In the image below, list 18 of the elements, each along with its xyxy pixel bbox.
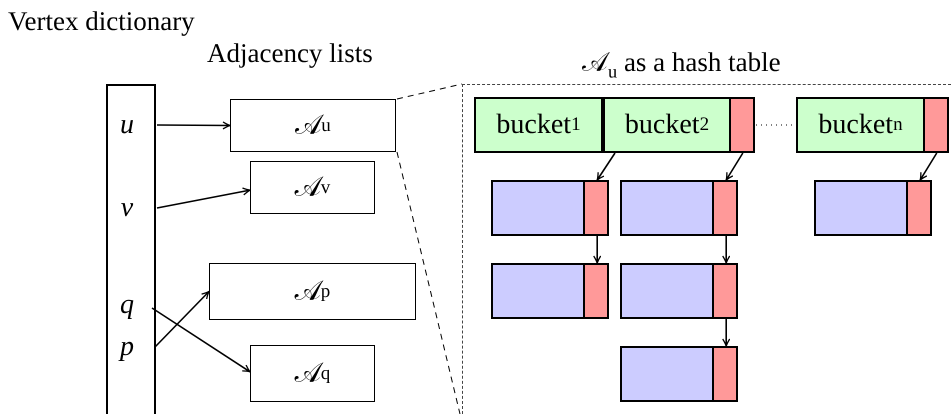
group-title: 𝒜$_{u}$ as a hash table [582, 47, 781, 84]
list-node-box [491, 263, 609, 319]
vertex-key: u [112, 108, 142, 142]
vertex-key: q [112, 288, 142, 322]
section-heading: Adjacency lists [207, 38, 373, 68]
dashed-line [396, 84, 462, 100]
bucket-box [474, 97, 603, 153]
list-node-box [620, 346, 738, 402]
bucket-box [796, 97, 949, 153]
list-node-box [620, 180, 738, 236]
group-title: Vertex dictionary [8, 6, 195, 36]
dashed-line [396, 152, 460, 414]
list-node-box [814, 180, 932, 236]
bucket-box [603, 97, 755, 153]
list-node-box [491, 180, 609, 236]
vertex-key: p [112, 330, 142, 364]
list-node-box [620, 263, 738, 319]
vertex-key: v [112, 191, 142, 225]
